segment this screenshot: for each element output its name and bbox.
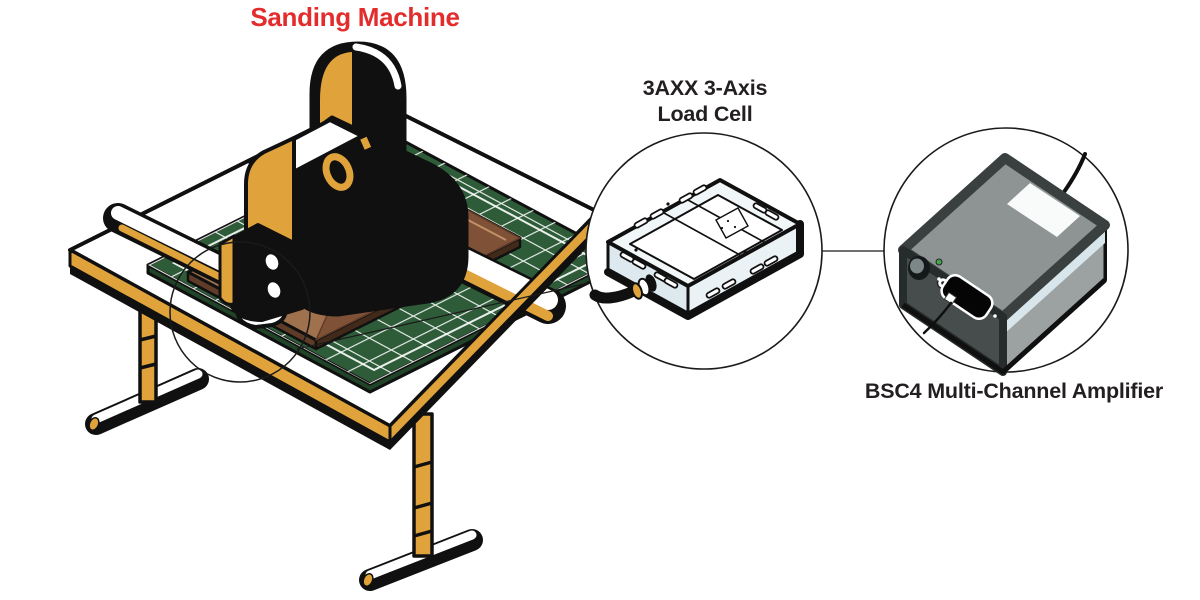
amplifier-led <box>935 258 943 266</box>
amplifier-device <box>898 152 1110 376</box>
load-cell-label-line1: 3AXX 3-Axis <box>643 76 768 100</box>
sander-head <box>244 115 469 317</box>
amplifier-label: BSC4 Multi-Channel Amplifier <box>865 379 1164 403</box>
load-cell-callout <box>585 132 823 370</box>
carriage-body <box>228 223 304 322</box>
amplifier-dsub-port <box>937 273 997 321</box>
sander-carriage <box>218 223 304 329</box>
sander-machine <box>218 41 469 329</box>
desk-leg-left <box>85 298 209 435</box>
amplifier-label-patch <box>1007 183 1080 237</box>
column-top-highlight <box>352 43 402 90</box>
load-cell-rim-dot-1 <box>666 202 670 206</box>
amplifier-front-cable <box>922 301 953 335</box>
desk-edge-front-left-shadow <box>70 266 390 450</box>
head-ring-detail <box>322 153 354 191</box>
amplifier-knob-highlight <box>910 258 924 274</box>
amplifier-rear-cable <box>1062 152 1087 194</box>
carriage-hole-upper <box>261 250 283 274</box>
desk-edges <box>68 210 600 450</box>
load-cell-rim-dot-3 <box>634 248 638 252</box>
head-body <box>285 115 469 317</box>
load-cell-cable <box>589 285 640 304</box>
amplifier-plug <box>943 291 958 305</box>
detail-highlight-circle <box>169 241 311 383</box>
desk-legs <box>85 298 483 591</box>
machine-label: Sanding Machine <box>250 2 459 32</box>
load-cell-label-line2: Load Cell <box>658 102 753 126</box>
load-cell-center-cell <box>715 207 749 239</box>
load-cell-device <box>589 178 804 320</box>
sanding-machine-illustration <box>68 41 624 591</box>
desk-edge-front-right-shadow <box>390 228 598 450</box>
load-cell-mounting-slots <box>619 184 780 299</box>
amplifier-bottom-edge <box>901 278 1107 375</box>
amplifier-callout <box>883 127 1129 376</box>
callout-line-machine-to-loadcell <box>296 282 589 350</box>
carriage-hole-lower <box>263 278 285 302</box>
carriage-face-orange <box>218 234 236 306</box>
load-cell-rim-dot-2 <box>743 250 747 254</box>
desk-leg-right <box>359 412 483 591</box>
head-tick-detail <box>360 136 372 150</box>
load-cell-cable-connector <box>631 274 657 300</box>
